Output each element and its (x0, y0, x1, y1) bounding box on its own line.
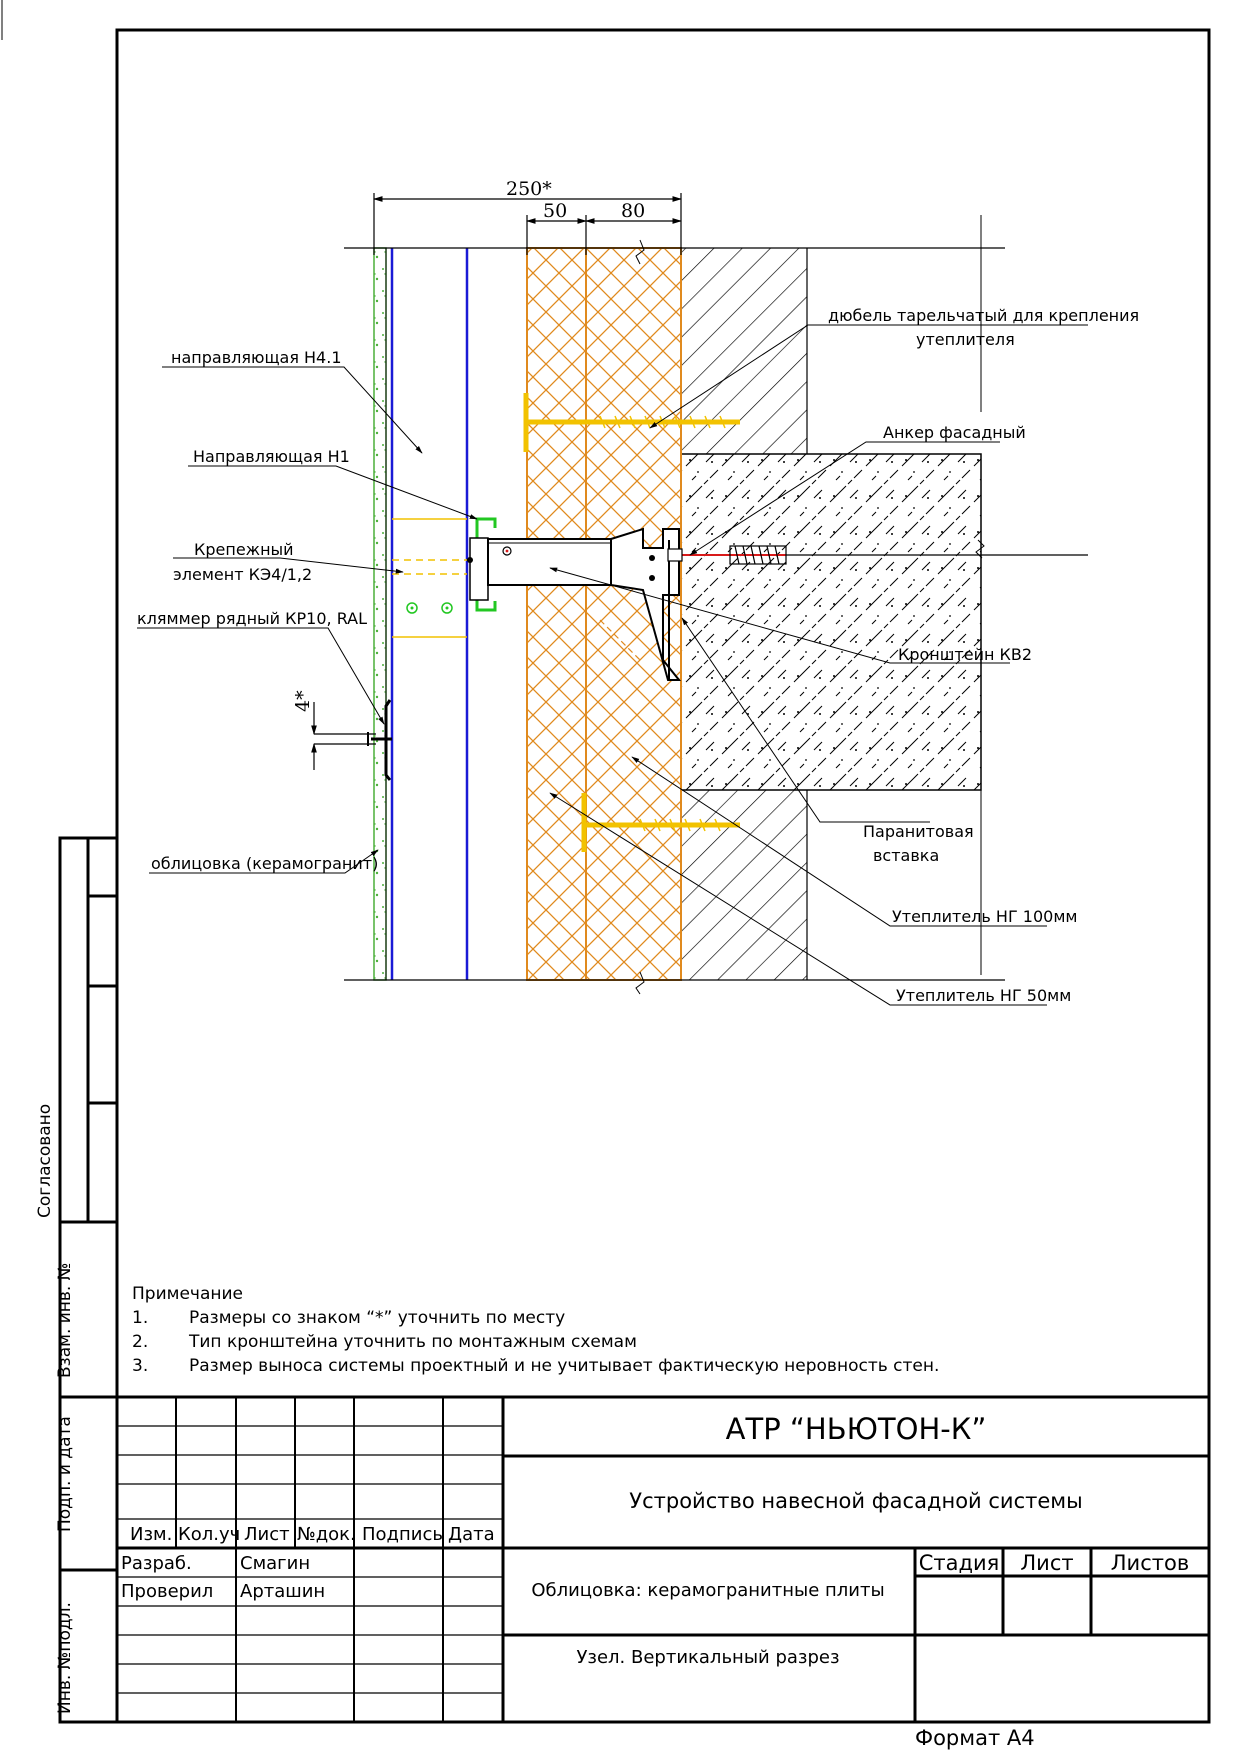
label-guide-h41: направляющая Н4.1 (171, 348, 342, 367)
dim-overall: 250* (506, 178, 552, 200)
stamp-sign-date: Подп. и дата (55, 1416, 75, 1532)
label-dowel-2: утеплителя (916, 330, 1015, 349)
header-sheet: Лист (1020, 1551, 1073, 1575)
note-2-text: Тип кронштейна уточнить по монтажным схе… (188, 1332, 637, 1352)
guide-h1-profile (475, 517, 497, 612)
note-1-num: 1. (132, 1308, 148, 1328)
name-developer: Смагин (240, 1553, 310, 1574)
dimension-lines (311, 193, 682, 770)
insulation-dowel-upper (523, 393, 740, 452)
col-header-sheet: Лист (244, 1524, 290, 1545)
header-stage: Стадия (919, 1551, 1000, 1575)
callout-underlines (137, 324, 1088, 1006)
label-insulation-100: Утеплитель НГ 100мм (892, 907, 1077, 926)
label-guide-h1: Направляющая Н1 (193, 447, 350, 466)
insulation-50 (526, 247, 587, 981)
col-header-doc: №док. (297, 1524, 356, 1545)
col-header-signature: Подпись (362, 1524, 443, 1545)
col-header-change: Изм. (130, 1524, 172, 1545)
name-checker: Арташин (240, 1581, 325, 1602)
note-2-num: 2. (132, 1332, 148, 1352)
concrete-slab (680, 453, 982, 791)
insulation-100 (585, 247, 682, 981)
label-bracket: Кронштейн КВ2 (898, 645, 1032, 664)
stamp-inv-orig: Инв. №подл. (55, 1602, 75, 1714)
project-name: Устройство навесной фасадной системы (629, 1489, 1082, 1513)
side-stamp (58, 836, 119, 1724)
note-1-text: Размеры со знаком “*” уточнить по месту (189, 1308, 565, 1328)
header-sheets: Листов (1111, 1551, 1189, 1575)
role-developer: Разраб. (121, 1553, 192, 1574)
dim-insulation-50: 50 (543, 200, 567, 222)
note-3-text: Размер выноса системы проектный и не учи… (189, 1356, 939, 1376)
label-clamp: кляммер рядный КР10, RAL (137, 609, 367, 628)
label-fastener-1: Крепежный (194, 540, 294, 559)
section-drawing (137, 193, 1088, 1006)
sheet-title: Узел. Вертикальный разрез (576, 1647, 839, 1668)
label-paronite-1: Паранитовая (863, 822, 974, 841)
stamp-replace-inv: Взам. инв. № (55, 1263, 75, 1378)
label-insulation-50: Утеплитель НГ 50мм (896, 986, 1071, 1005)
bracket-kv2-arm (487, 538, 612, 586)
format-label: Формат А4 (915, 1726, 1035, 1750)
col-header-date: Дата (448, 1524, 495, 1545)
stamp-agreed: Согласовано (35, 1104, 55, 1218)
dim-gap: 4* (292, 690, 314, 712)
dim-insulation-80: 80 (621, 200, 645, 222)
label-dowel: дюбель тарельчатый для крепления (828, 306, 1139, 325)
label-cladding: облицовка (керамогранит) (151, 854, 378, 873)
label-paronite-2: вставка (873, 846, 939, 865)
title-block-grid (117, 1395, 1209, 1722)
cladding-description: Облицовка: керамогранитные плиты (531, 1580, 884, 1601)
label-anchor: Анкер фасадный (883, 423, 1026, 442)
role-checker: Проверил (121, 1581, 213, 1602)
bracket-kv2-body (610, 527, 682, 681)
insulation-dowel-lower (581, 793, 740, 852)
masonry-wall-lower (681, 790, 807, 980)
col-header-count: Кол.уч (178, 1524, 240, 1545)
note-3-num: 3. (132, 1356, 148, 1376)
company-name: АТР “НЬЮТОН-К” (726, 1412, 987, 1446)
label-fastener-2: элемент КЭ4/1,2 (173, 565, 312, 584)
notes-title: Примечание (132, 1284, 243, 1304)
